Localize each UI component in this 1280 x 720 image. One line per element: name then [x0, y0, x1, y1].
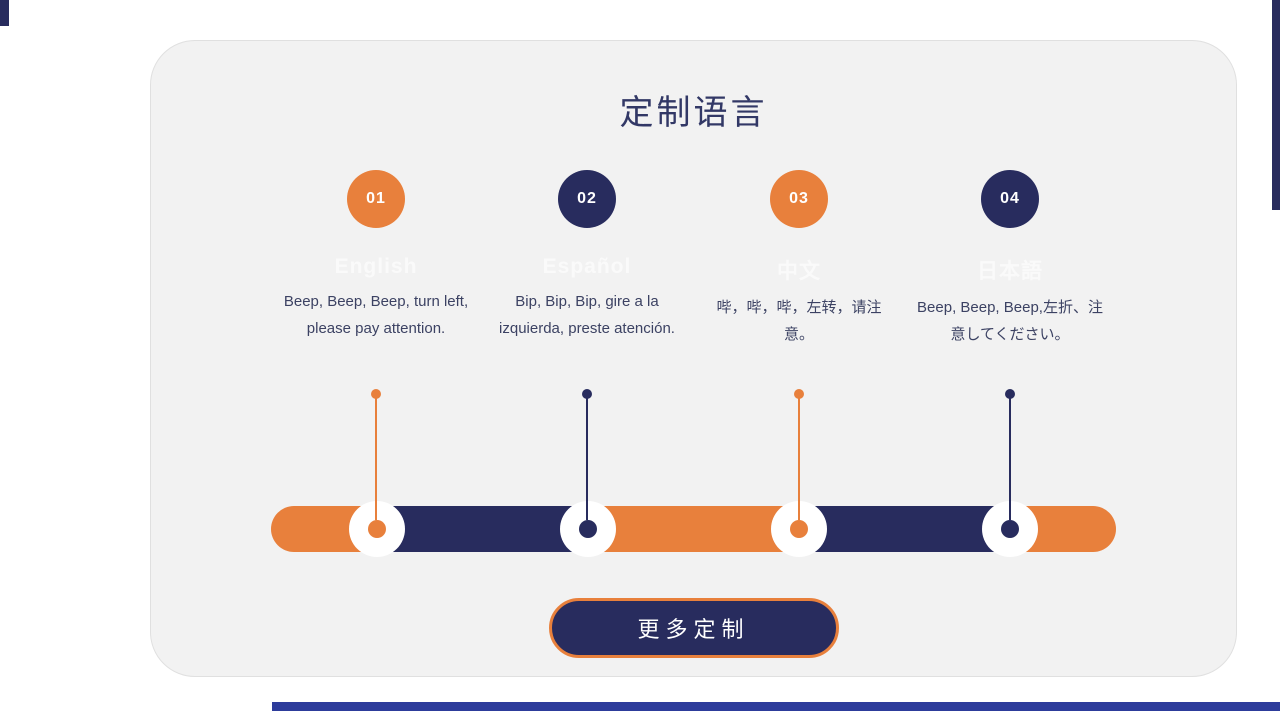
timeline-marker-dot: [367, 520, 386, 538]
timeline-marker: [559, 501, 616, 557]
connector-line: [586, 394, 588, 520]
timeline-segment: [799, 506, 1011, 552]
step-espanol: 02 Español Bip, Bip, Bip, gire a la izqu…: [482, 170, 692, 520]
more-customization-button[interactable]: 更多定制: [548, 598, 839, 658]
top-left-corner-decoration: [0, 0, 9, 26]
step-english: 01 English Beep, Beep, Beep, turn left, …: [271, 170, 481, 520]
timeline-marker-dot: [578, 520, 597, 538]
timeline-segment: [376, 506, 588, 552]
step-number-badge: 03: [770, 170, 828, 228]
connector-line: [375, 394, 377, 520]
step-number-badge: 04: [981, 170, 1039, 228]
language-name: Español: [542, 255, 632, 278]
connector-line: [798, 394, 800, 520]
language-name: English: [334, 255, 418, 278]
language-description: 哔，哔，哔，左转，请注意。: [716, 299, 882, 343]
language-description: Bip, Bip, Bip, gire a la izquierda, pres…: [499, 293, 675, 337]
step-number-badge: 02: [558, 170, 616, 228]
language-description: Beep, Beep, Beep,左折、注意してください。: [917, 299, 1103, 343]
timeline-segment: [587, 506, 800, 552]
language-section-card: 定制语言 01 English Beep, Beep, Beep, turn l…: [150, 40, 1237, 677]
language-description: Beep, Beep, Beep, turn left, please pay …: [283, 293, 469, 337]
language-name: 中文: [777, 260, 821, 283]
right-edge-bar-decoration: [1272, 0, 1280, 210]
step-japanese: 04 日本語 Beep, Beep, Beep,左折、注意してください。: [905, 170, 1115, 520]
step-chinese: 03 中文 哔，哔，哔，左转，请注意。: [694, 170, 904, 520]
bottom-strip-decoration: [272, 702, 1280, 711]
timeline-marker-dot: [790, 520, 809, 538]
timeline-bar: [271, 501, 1116, 557]
language-name: 日本語: [977, 260, 1043, 283]
section-title: 定制语言: [619, 94, 768, 132]
timeline-marker-dot: [1001, 520, 1020, 538]
step-number-badge: 01: [347, 170, 405, 228]
connector-line: [1009, 394, 1011, 520]
